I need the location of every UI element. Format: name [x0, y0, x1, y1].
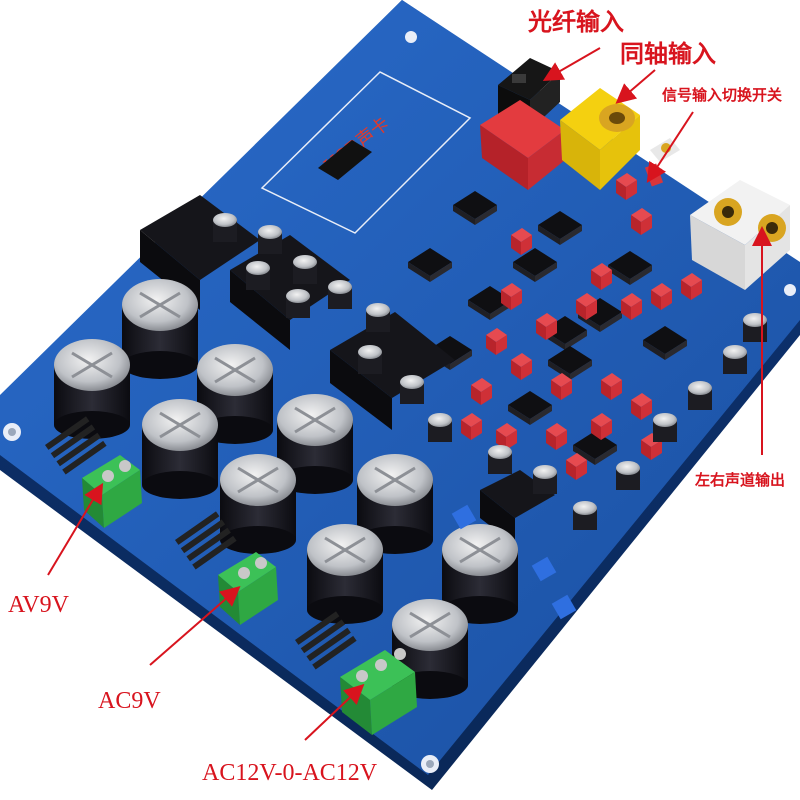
- arrow-ac12v: [304, 683, 365, 741]
- small-capacitor: [293, 255, 317, 284]
- small-capacitor: [653, 413, 677, 442]
- label-ac9v: AC9V: [98, 688, 161, 714]
- ic-chip: [538, 211, 582, 245]
- wima-capacitor: [591, 263, 612, 290]
- small-capacitor: [400, 375, 424, 404]
- small-capacitor: [366, 303, 390, 332]
- small-capacitor: [213, 213, 237, 242]
- wima-capacitor: [651, 283, 672, 310]
- small-capacitor: [328, 280, 352, 309]
- filter-capacitor: [142, 399, 218, 499]
- wima-capacitor: [631, 393, 652, 420]
- ic-chip: [548, 346, 592, 380]
- small-capacitor: [743, 313, 767, 342]
- arrow-optical: [542, 47, 601, 81]
- small-capacitor: [286, 289, 310, 318]
- filter-capacitor: [54, 339, 130, 439]
- ic-chip: [508, 391, 552, 425]
- wima-capacitor: [576, 293, 597, 320]
- mount-hole: [405, 31, 417, 43]
- usb-chip: [318, 140, 372, 180]
- filter-capacitor-group: [54, 279, 518, 699]
- wima-capacitor: [551, 373, 572, 400]
- label-av9v: AV9V: [8, 592, 70, 618]
- wima-capacitor: [496, 423, 517, 450]
- small-capacitor: [573, 501, 597, 530]
- wima-capacitor: [511, 353, 532, 380]
- small-capacitor: [358, 345, 382, 374]
- ic-chip: [453, 191, 497, 225]
- wima-capacitor-large: [480, 100, 565, 190]
- arrow-ac9v: [149, 586, 241, 666]
- label-lr-output: 左右声道输出: [694, 471, 785, 489]
- small-capacitor: [428, 413, 452, 442]
- wima-capacitor: [511, 228, 532, 255]
- wima-capacitor: [681, 273, 702, 300]
- small-capacitor: [258, 225, 282, 254]
- trimmer-pots: [451, 504, 577, 620]
- wima-capacitor: [601, 373, 622, 400]
- wima-capacitor: [536, 313, 557, 340]
- small-capacitor: [723, 345, 747, 374]
- arrow-av9v: [47, 482, 104, 576]
- wima-capacitor: [471, 378, 492, 405]
- small-capacitor: [533, 465, 557, 494]
- ic-chip: [643, 326, 687, 360]
- label-optical-input: 光纤输入: [527, 8, 624, 36]
- ic-chip: [408, 248, 452, 282]
- small-capacitor: [246, 261, 270, 290]
- arrow-switch: [646, 111, 694, 184]
- filter-capacitor: [442, 524, 518, 624]
- small-capacitor: [488, 445, 512, 474]
- usb-module-outline: [260, 71, 472, 234]
- ic-chip: [608, 251, 652, 285]
- filter-capacitor: [122, 279, 198, 379]
- wima-capacitor: [621, 293, 642, 320]
- wima-capacitor: [546, 423, 567, 450]
- mount-hole: [784, 284, 796, 296]
- wima-capacitor: [461, 413, 482, 440]
- wima-capacitor: [566, 453, 587, 480]
- label-ac12v: AC12V-0-AC12V: [202, 760, 378, 786]
- wima-capacitor: [501, 283, 522, 310]
- filter-capacitor: [307, 524, 383, 624]
- small-capacitor: [616, 461, 640, 490]
- rectifier-diodes: [44, 416, 357, 670]
- label-input-switch: 信号输入切换开关: [662, 86, 782, 104]
- arrow-coaxial: [615, 69, 656, 104]
- wima-capacitor: [631, 208, 652, 235]
- annotation-arrows: [47, 47, 772, 741]
- ic-chip: [573, 431, 617, 465]
- label-coaxial-input: 同轴输入: [620, 40, 716, 68]
- ic-chip: [513, 248, 557, 282]
- small-capacitor: [688, 381, 712, 410]
- heatsink-group: [140, 195, 555, 545]
- filter-capacitor: [220, 454, 296, 554]
- filter-capacitor: [357, 454, 433, 554]
- wima-capacitor: [591, 413, 612, 440]
- wima-capacitor: [486, 328, 507, 355]
- small-capacitor-group: [213, 213, 767, 530]
- wima-capacitor: [616, 173, 637, 200]
